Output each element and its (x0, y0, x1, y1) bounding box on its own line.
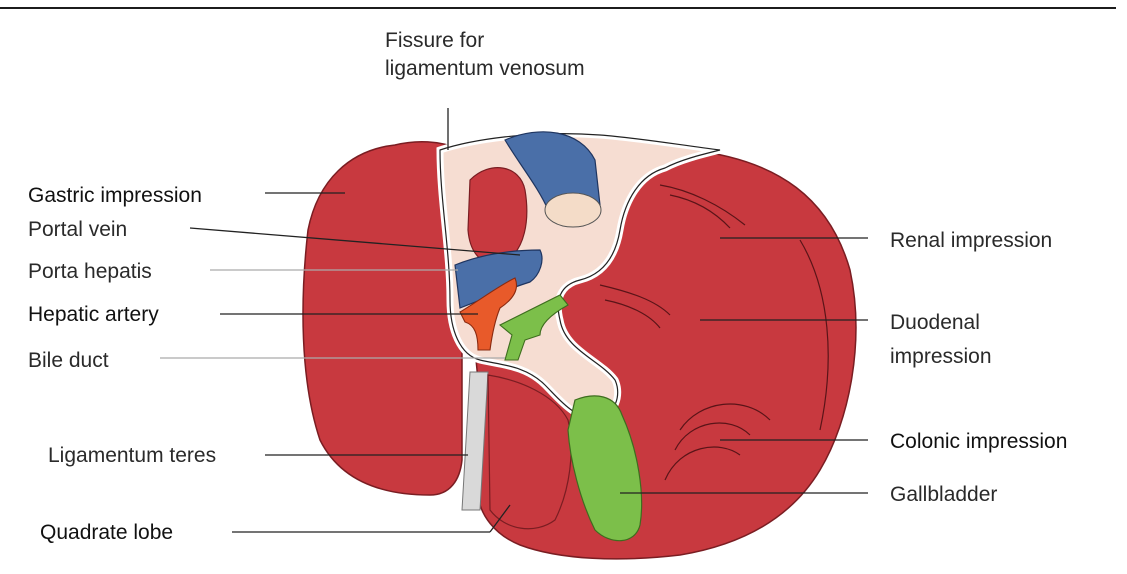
hepatic-artery-label: Hepatic artery (28, 302, 159, 327)
quadrate-lobe-label: Quadrate lobe (40, 520, 173, 545)
portal-vein-label: Portal vein (28, 217, 127, 242)
caudate-lobe (468, 168, 527, 265)
fissure-label-line2: ligamentum venosum (385, 56, 585, 81)
renal-impression-label: Renal impression (890, 228, 1052, 253)
porta-hepatis-label: Porta hepatis (28, 259, 152, 284)
gastric-impression-label: Gastric impression (28, 183, 202, 208)
duodenal-impression-label-line2: impression (890, 344, 992, 369)
ivc-opening (545, 193, 601, 227)
fissure-label-line1: Fissure for (385, 28, 484, 53)
duodenal-impression-label-line1: Duodenal (890, 310, 980, 335)
left-lobe (303, 142, 462, 495)
bile-duct-label: Bile duct (28, 348, 109, 373)
colonic-impression-label: Colonic impression (890, 429, 1067, 454)
gallbladder-label: Gallbladder (890, 482, 997, 507)
ligamentum-teres-label: Ligamentum teres (48, 443, 216, 468)
